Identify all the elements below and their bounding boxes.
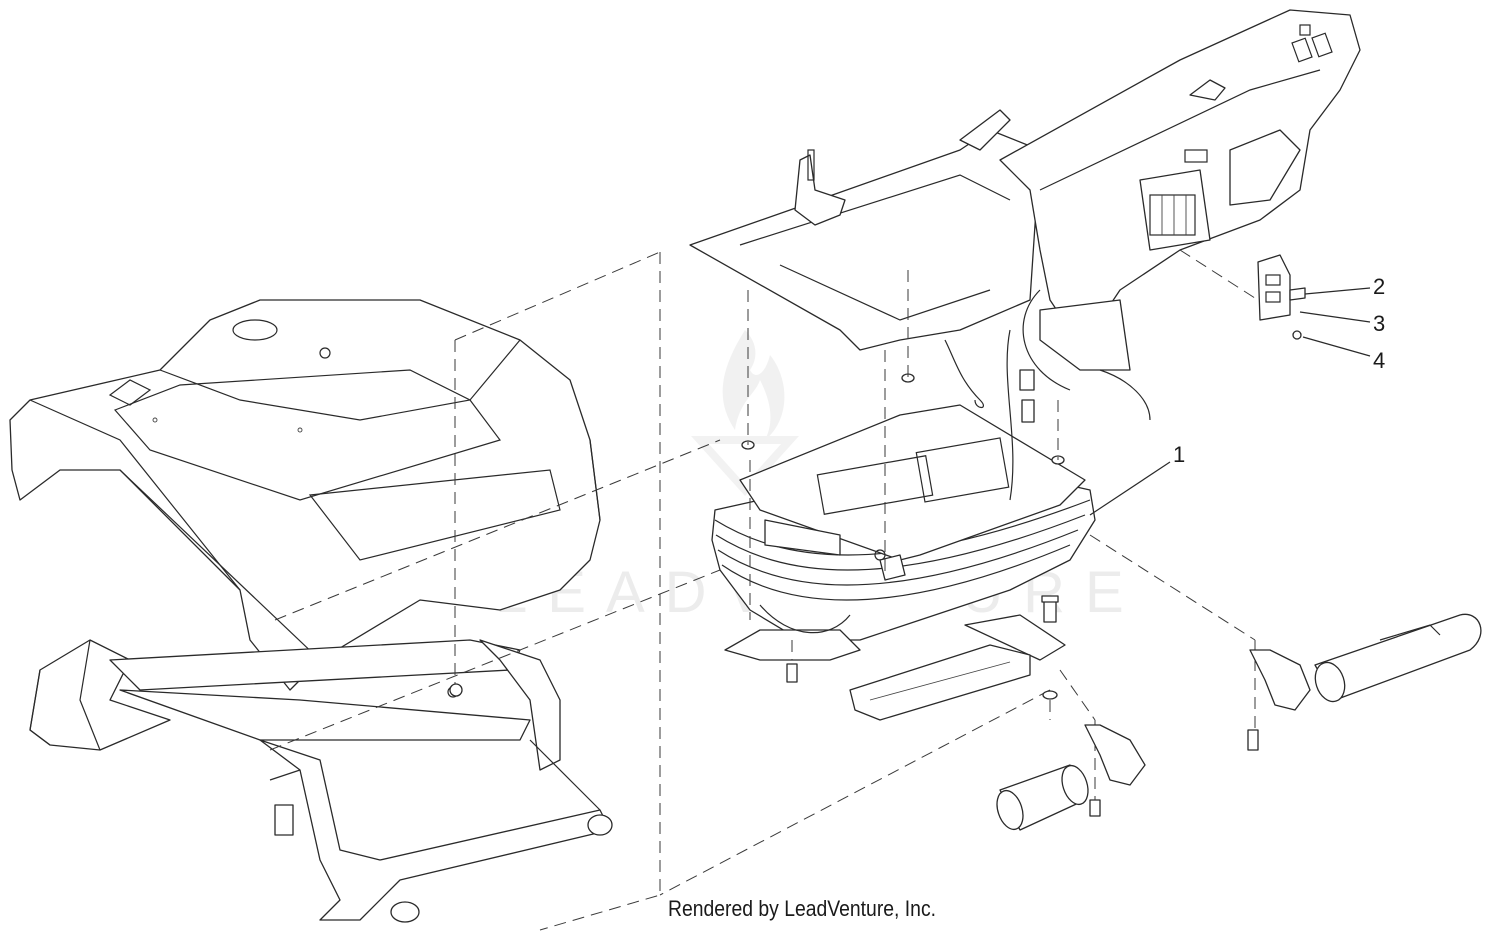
callout-1: 1 (1173, 442, 1185, 467)
seat-mount-frame (689, 109, 1041, 351)
hardware (449, 373, 1259, 817)
fender-assembly (9, 299, 601, 691)
callout-2: 2 (1373, 274, 1385, 299)
seat-slide-rails (724, 604, 1066, 721)
frame-assembly (29, 639, 613, 923)
callout-3: 3 (1373, 311, 1385, 336)
seat-switch (1257, 254, 1306, 340)
assembly-lines-right (747, 249, 1259, 800)
render-credit: Rendered by LeadVenture, Inc. (668, 896, 937, 921)
assembly-lines-left (269, 251, 1051, 931)
callout-leaders (1089, 287, 1371, 516)
control-panel (999, 9, 1361, 421)
callout-labels: 1 2 3 4 (1173, 274, 1385, 467)
watermark-flame-icon (691, 330, 799, 496)
tube-brackets (1084, 649, 1311, 786)
callout-4: 4 (1373, 348, 1385, 373)
seat-assembly (711, 329, 1096, 641)
tubes (996, 613, 1482, 831)
